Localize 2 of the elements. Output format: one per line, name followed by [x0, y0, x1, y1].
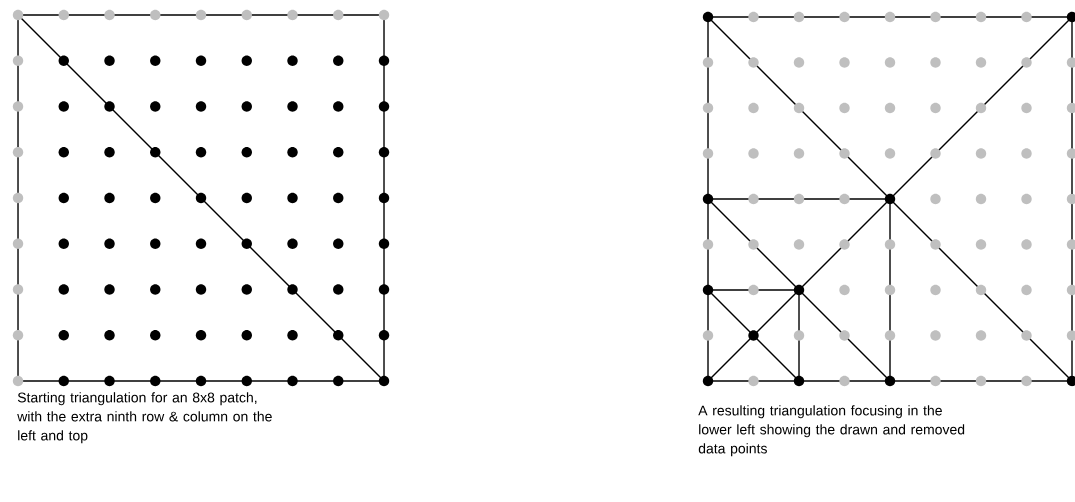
caption: A resulting triangulation focusing in the lower left showing the drawn and removed data points [698, 405, 965, 457]
caption: Starting triangulation for an 8x8 patch, with the extra ninth row & column on the left and top [17, 392, 272, 444]
